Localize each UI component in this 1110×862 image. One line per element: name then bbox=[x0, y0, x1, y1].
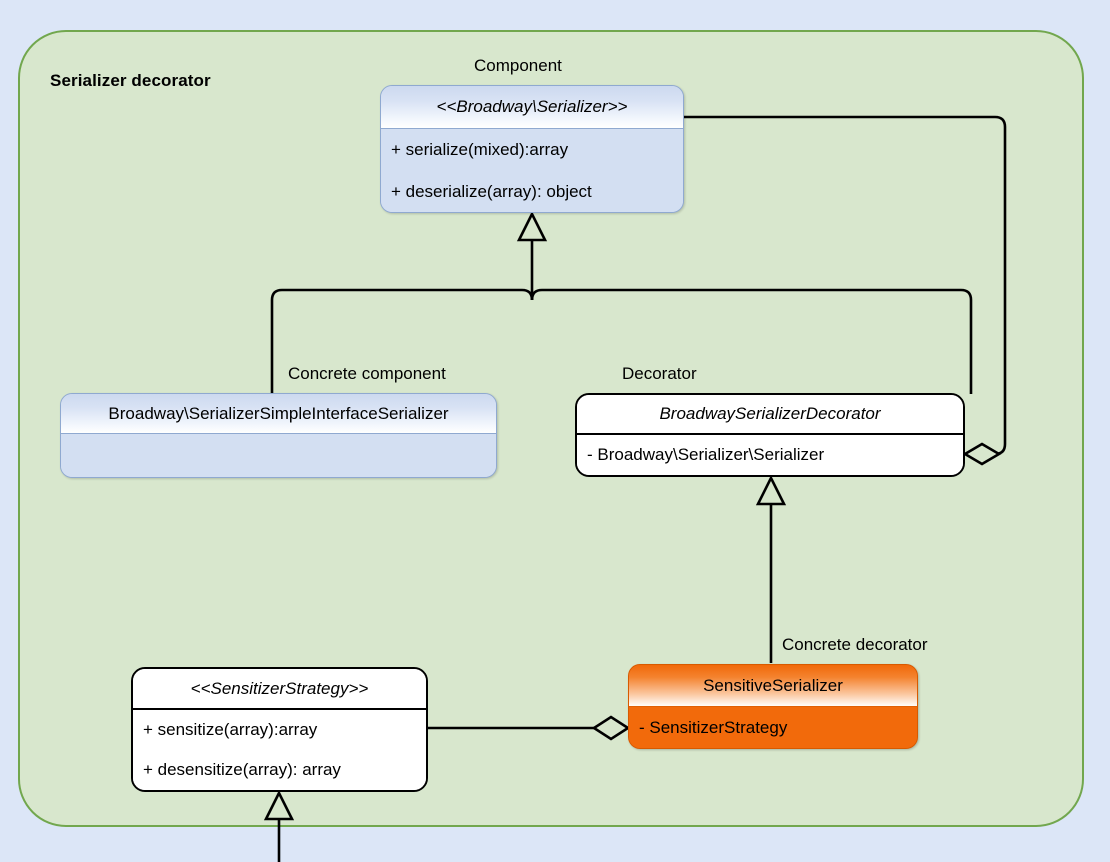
generalization-branch-concrete-component bbox=[270, 288, 534, 394]
class-members-component: + serialize(mixed):array + deserialize(a… bbox=[381, 129, 683, 212]
class-title-component: <<Broadway\Serializer>> bbox=[381, 86, 683, 129]
aggregation-diamond-decorator bbox=[962, 442, 1002, 466]
caption-decorator: Decorator bbox=[622, 364, 697, 383]
generalization-arrowhead-sensitizer-strategy bbox=[263, 790, 295, 821]
class-box-concrete-component[interactable]: Broadway\SerializerSimpleInterfaceSerial… bbox=[60, 393, 497, 478]
generalization-arrowhead-component bbox=[516, 211, 548, 242]
class-title-decorator: BroadwaySerializerDecorator bbox=[577, 395, 963, 435]
class-members-sensitizer-strategy: + sensitize(array):array + desensitize(a… bbox=[133, 710, 426, 790]
class-member: - SensitizerStrategy bbox=[639, 717, 788, 737]
generalization-arrowhead-decorator bbox=[755, 475, 787, 506]
aggregation-diamond-sensitive-serializer bbox=[591, 715, 631, 741]
class-title-sensitizer-strategy: <<SensitizerStrategy>> bbox=[133, 669, 426, 710]
class-box-decorator[interactable]: BroadwaySerializerDecorator - Broadway\S… bbox=[575, 393, 965, 477]
caption-concrete-component: Concrete component bbox=[288, 364, 446, 383]
class-members-concrete-component bbox=[61, 434, 496, 477]
class-members-decorator: - Broadway\Serializer\Serializer bbox=[577, 435, 963, 475]
class-box-sensitizer-strategy[interactable]: <<SensitizerStrategy>> + sensitize(array… bbox=[131, 667, 428, 792]
class-member: + desensitize(array): array bbox=[143, 760, 341, 779]
class-member: - Broadway\Serializer\Serializer bbox=[587, 445, 825, 464]
class-members-sensitive-serializer: - SensitizerStrategy bbox=[629, 707, 917, 748]
generalization-branch-decorator bbox=[530, 288, 973, 394]
class-box-sensitive-serializer[interactable]: SensitiveSerializer - SensitizerStrategy bbox=[628, 664, 918, 749]
caption-concrete-decorator: Concrete decorator bbox=[782, 635, 928, 654]
class-member: + sensitize(array):array bbox=[143, 720, 318, 739]
caption-component: Component bbox=[474, 56, 562, 75]
class-member: + serialize(mixed):array bbox=[391, 140, 569, 159]
package-title: Serializer decorator bbox=[50, 71, 211, 90]
class-box-component[interactable]: <<Broadway\Serializer>> + serialize(mixe… bbox=[380, 85, 684, 213]
class-title-concrete-component: Broadway\SerializerSimpleInterfaceSerial… bbox=[61, 394, 496, 434]
class-member: + deserialize(array): object bbox=[391, 182, 592, 201]
class-title-sensitive-serializer: SensitiveSerializer bbox=[629, 665, 917, 707]
